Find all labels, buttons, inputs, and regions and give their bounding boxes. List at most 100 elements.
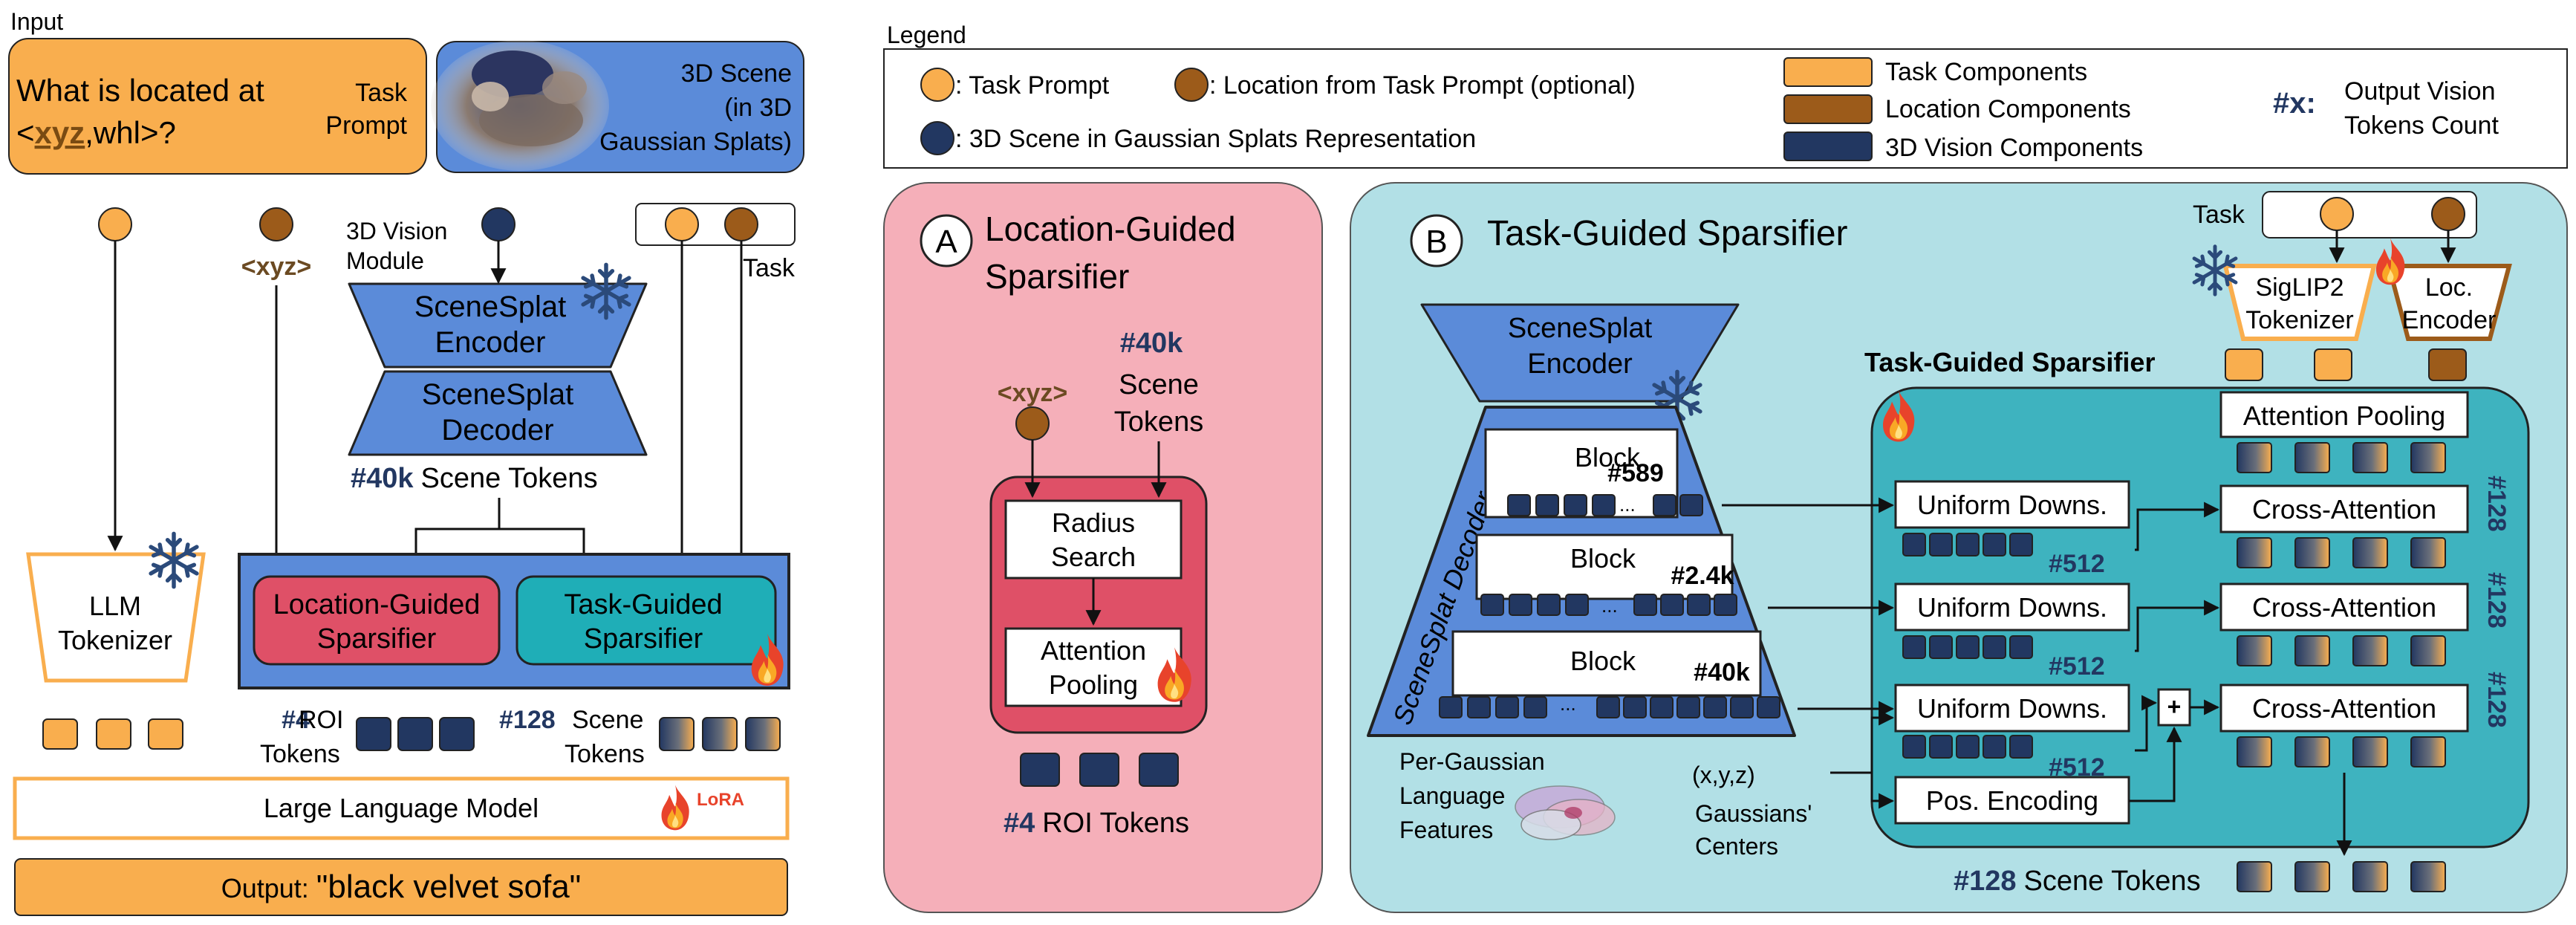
decoder-token bbox=[1623, 696, 1647, 718]
downsampled-token bbox=[1902, 533, 1926, 556]
legend-location: : Location from Task Prompt (optional) bbox=[1209, 71, 1636, 100]
decoder-token bbox=[1467, 696, 1491, 718]
decoder-token bbox=[1730, 696, 1754, 718]
panel-a-title-2: Sparsifier bbox=[985, 257, 1129, 296]
arrow-uds3-to-plus bbox=[2135, 695, 2158, 752]
per-gaussian-label-2: Language bbox=[1399, 782, 1505, 809]
scene-token bbox=[2294, 635, 2330, 666]
prompt-token bbox=[96, 718, 131, 750]
llm-tokenizer bbox=[26, 552, 206, 683]
scene-tokens-label-1: Scene bbox=[572, 706, 643, 734]
gaussian-scene-thumbnail bbox=[431, 40, 609, 171]
decoder-token bbox=[1660, 594, 1684, 616]
uniform-downs-1 bbox=[1894, 480, 2130, 529]
downsampled-token bbox=[1929, 735, 1953, 759]
scene-token bbox=[2294, 861, 2330, 892]
siglip2-tokenizer bbox=[2222, 264, 2377, 341]
scene-tag-3: Gaussian Splats) bbox=[599, 128, 792, 156]
downsampled-token-row bbox=[1902, 635, 2033, 659]
strip-ellipsis: ... bbox=[1560, 692, 1576, 715]
pooled-token bbox=[2352, 442, 2388, 473]
panel-b-title: Task-Guided Sparsifier bbox=[1487, 214, 1848, 253]
scene-token-count: #128 bbox=[499, 706, 556, 734]
scene-token bbox=[2352, 537, 2388, 568]
decoder-token bbox=[1565, 594, 1589, 616]
question-xyz: xyz bbox=[35, 115, 85, 150]
count-512-1: #512 bbox=[2049, 550, 2105, 578]
legend-task-swatch bbox=[1783, 57, 1873, 87]
loc-encoder-label-2: Encoder bbox=[2402, 306, 2497, 334]
decoder-token-strip-40k bbox=[1439, 696, 1780, 718]
uniform-downs-label: Uniform Downs. bbox=[1917, 693, 2107, 724]
block-count-40k: #40k bbox=[1694, 658, 1750, 687]
decoder-token bbox=[1592, 494, 1616, 516]
prompt-token bbox=[148, 718, 183, 750]
panel-b-task-brown-dot bbox=[2431, 197, 2465, 231]
downsampled-token-row bbox=[1902, 735, 2033, 759]
llm-tokenizer-label-2: Tokenizer bbox=[58, 625, 172, 655]
scenesplat-decoder bbox=[348, 370, 648, 456]
cross-attention-token-row bbox=[2237, 736, 2446, 767]
llm-tokenizer-label-1: LLM bbox=[89, 591, 141, 621]
panel-a-scene-tokens-2: Tokens bbox=[1114, 406, 1203, 438]
decoder-token bbox=[1509, 594, 1532, 616]
uniform-downs-2 bbox=[1894, 582, 2130, 632]
scene-token bbox=[745, 717, 781, 751]
strip-ellipsis: ... bbox=[1601, 594, 1618, 617]
downsampled-token bbox=[1983, 635, 2006, 659]
task-box-orange-dot bbox=[665, 207, 699, 241]
attention-pooling-label-2: Pooling bbox=[1049, 669, 1138, 700]
cross-attention-1 bbox=[2219, 484, 2469, 533]
loc-encoder-label-1: Loc. bbox=[2425, 273, 2473, 302]
decoder-token bbox=[1537, 594, 1561, 616]
output-text: Output: "black velvet sofa" bbox=[221, 869, 582, 905]
siglip-token bbox=[2314, 348, 2352, 381]
gaussians-centers-label-2: Centers bbox=[1695, 833, 1778, 860]
per-gaussian-label-3: Features bbox=[1399, 817, 1493, 843]
legend-title: Legend bbox=[887, 22, 966, 48]
scene-token bbox=[2294, 537, 2330, 568]
attention-pooling-label-1: Attention bbox=[1041, 635, 1146, 666]
decoder-block-40k bbox=[1451, 630, 1762, 697]
scene-tag-2: (in 3D bbox=[724, 94, 792, 122]
xyz-centers-label: (x,y,z) bbox=[1692, 762, 1755, 788]
count-128-2: #128 bbox=[2482, 572, 2511, 629]
left-vision-module: <xyz> 3D Vision Module Task SceneSplat E… bbox=[13, 203, 796, 916]
panel-a-letter: A bbox=[935, 224, 957, 260]
legend-task-dot bbox=[920, 68, 954, 102]
decoder-token bbox=[1535, 494, 1559, 516]
panel-b-badge bbox=[1410, 214, 1463, 267]
decoder-token bbox=[1714, 594, 1737, 616]
panel-a-roi-token bbox=[1020, 753, 1060, 787]
decoder-token-strip-589 bbox=[1507, 494, 1703, 516]
legend-location-dot bbox=[1174, 68, 1209, 102]
cross-attention-3 bbox=[2219, 684, 2469, 733]
block-count-589: #589 bbox=[1607, 459, 1664, 487]
location-sparsifier-label-1: Location-Guided bbox=[273, 589, 481, 620]
scene-token bbox=[2352, 635, 2388, 666]
location-sparsifier-box bbox=[253, 575, 501, 666]
pos-encoding-label: Pos. Encoding bbox=[1926, 785, 2098, 816]
block-label: Block bbox=[1575, 442, 1641, 473]
scene-tag-1: 3D Scene bbox=[681, 59, 792, 88]
arrow-uds1-to-cross1 bbox=[2135, 502, 2220, 551]
scene-token bbox=[2237, 537, 2272, 568]
scene-token bbox=[2294, 736, 2330, 767]
input-section: Input What is located at <xyz,whl>? Task… bbox=[8, 8, 804, 175]
radius-search-label-1: Radius bbox=[1052, 507, 1135, 538]
pooled-token bbox=[2410, 442, 2446, 473]
panel-a-badge bbox=[920, 214, 973, 267]
siglip-token bbox=[2225, 348, 2263, 381]
final-scene-token-row bbox=[2237, 861, 2446, 892]
decoder-token bbox=[1495, 696, 1519, 718]
strip-ellipsis: ... bbox=[1619, 493, 1636, 516]
decoder-token bbox=[1596, 696, 1620, 718]
encoder-label-2: Encoder bbox=[435, 326, 546, 359]
decoder-token bbox=[1676, 696, 1700, 718]
block-label: Block bbox=[1570, 646, 1636, 676]
legend: Legend : Task Prompt : Location from Tas… bbox=[883, 22, 2568, 169]
panel-b-encoder-label-2: Encoder bbox=[1527, 348, 1633, 380]
downsampled-token bbox=[2009, 635, 2033, 659]
